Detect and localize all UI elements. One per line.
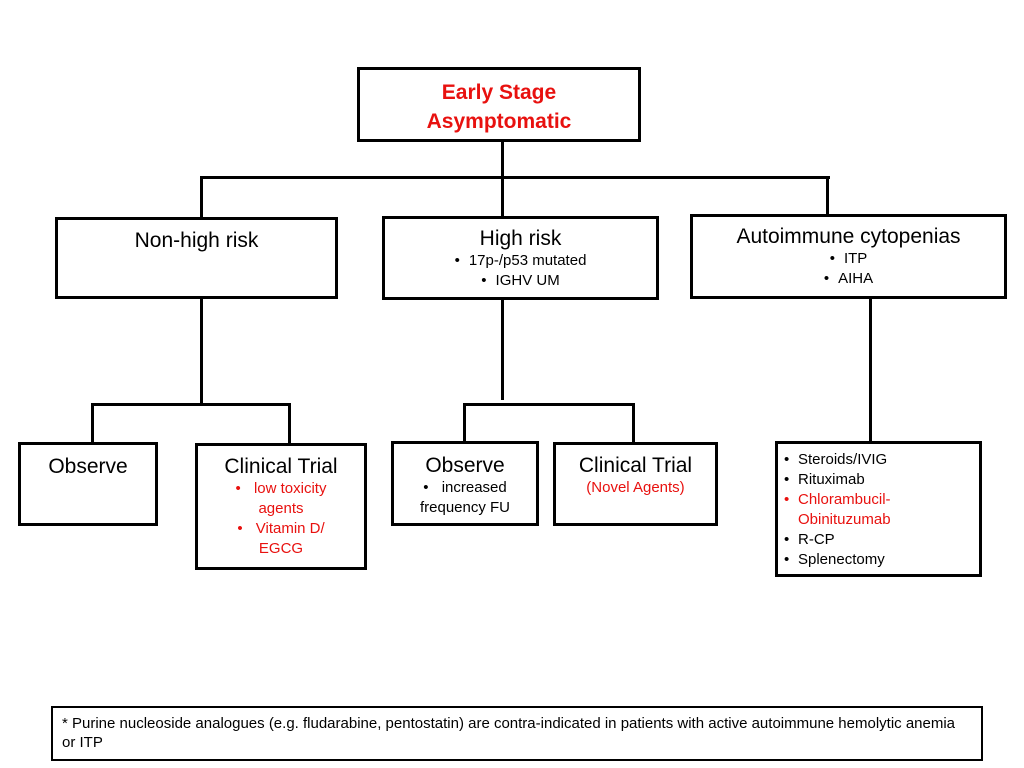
clinical-trial-1-item-line2: EGCG <box>258 540 304 557</box>
clinical-trial-2-subtitle: (Novel Agents) <box>586 479 685 496</box>
treatment-item-line1: Chlorambucil- <box>798 491 891 508</box>
connector-level2a-horizontal <box>91 403 291 406</box>
root-node: Early Stage Asymptomatic <box>357 67 641 142</box>
clinical-trial-title: Clinical Trial <box>578 454 693 477</box>
connector-to-autoimmune <box>826 176 829 216</box>
non-high-risk-node: Non-high risk <box>55 217 338 299</box>
clinical-trial-node-2: Clinical Trial (Novel Agents) <box>553 442 718 526</box>
observe-2-item-line2: frequency FU <box>419 499 511 516</box>
treatment-item: Rituximab <box>778 470 979 490</box>
connector-level1-horizontal <box>200 176 830 179</box>
connector-to-high-risk <box>501 176 504 218</box>
observe-node-1: Observe <box>18 442 158 526</box>
treatment-item: R-CP <box>778 530 979 550</box>
connector-to-non-high-risk <box>200 176 203 219</box>
connector-level2b-horizontal <box>463 403 635 406</box>
treatment-node: Steroids/IVIG Rituximab Chlorambucil- Ob… <box>775 441 982 577</box>
connector-to-clinical-trial-2 <box>632 403 635 444</box>
connector-to-clinical-trial-1 <box>288 403 291 445</box>
clinical-trial-1-item-line1: Vitamin D/ <box>255 520 325 537</box>
autoimmune-item: AIHA <box>693 269 1004 289</box>
connector-non-high-risk-down <box>200 298 203 405</box>
high-risk-item: 17p-/p53 mutated <box>385 251 656 271</box>
treatment-item-line2: Obinituzumab <box>798 511 891 528</box>
footnote-box: * Purine nucleoside analogues (e.g. flud… <box>51 706 983 761</box>
high-risk-list: 17p-/p53 mutated IGHV UM <box>385 251 656 291</box>
clinical-trial-title: Clinical Trial <box>224 455 338 478</box>
observe-2-item: increased frequency FU <box>394 478 536 518</box>
connector-autoimmune-down <box>869 297 872 443</box>
connector-high-risk-down <box>501 298 504 400</box>
clinical-trial-1-item-line1: low toxicity <box>253 480 327 497</box>
clinical-trial-node-1: Clinical Trial low toxicity agents Vitam… <box>195 443 367 570</box>
high-risk-node: High risk 17p-/p53 mutated IGHV UM <box>382 216 659 300</box>
autoimmune-list: ITP AIHA <box>693 249 1004 289</box>
observe-2-item-line1: increased <box>441 479 507 496</box>
autoimmune-node: Autoimmune cytopenias ITP AIHA <box>690 214 1007 299</box>
non-high-risk-title: Non-high risk <box>134 229 259 252</box>
clinical-trial-1-item-line2: agents <box>258 500 304 517</box>
observe-title: Observe <box>48 455 128 478</box>
footnote-text: * Purine nucleoside analogues (e.g. flud… <box>62 715 956 751</box>
root-title-line1: Early Stage <box>441 81 557 104</box>
connector-to-observe-2 <box>463 403 466 443</box>
connector-root-down <box>501 140 504 178</box>
treatment-item: Splenectomy <box>778 550 979 570</box>
high-risk-item: IGHV UM <box>385 271 656 291</box>
treatment-item: Chlorambucil- Obinituzumab <box>778 490 979 530</box>
clinical-trial-1-item: Vitamin D/ EGCG <box>198 519 364 559</box>
observe-2-list: increased frequency FU <box>394 478 536 518</box>
clinical-trial-1-item: low toxicity agents <box>198 479 364 519</box>
treatment-list: Steroids/IVIG Rituximab Chlorambucil- Ob… <box>778 450 979 570</box>
root-title-line2: Asymptomatic <box>426 110 572 133</box>
connector-to-observe-1 <box>91 403 94 444</box>
clinical-trial-1-list: low toxicity agents Vitamin D/ EGCG <box>198 479 364 559</box>
high-risk-title: High risk <box>479 227 562 250</box>
autoimmune-item: ITP <box>693 249 1004 269</box>
observe-title: Observe <box>425 454 505 477</box>
observe-node-2: Observe increased frequency FU <box>391 441 539 526</box>
treatment-item: Steroids/IVIG <box>778 450 979 470</box>
autoimmune-title: Autoimmune cytopenias <box>736 225 961 248</box>
